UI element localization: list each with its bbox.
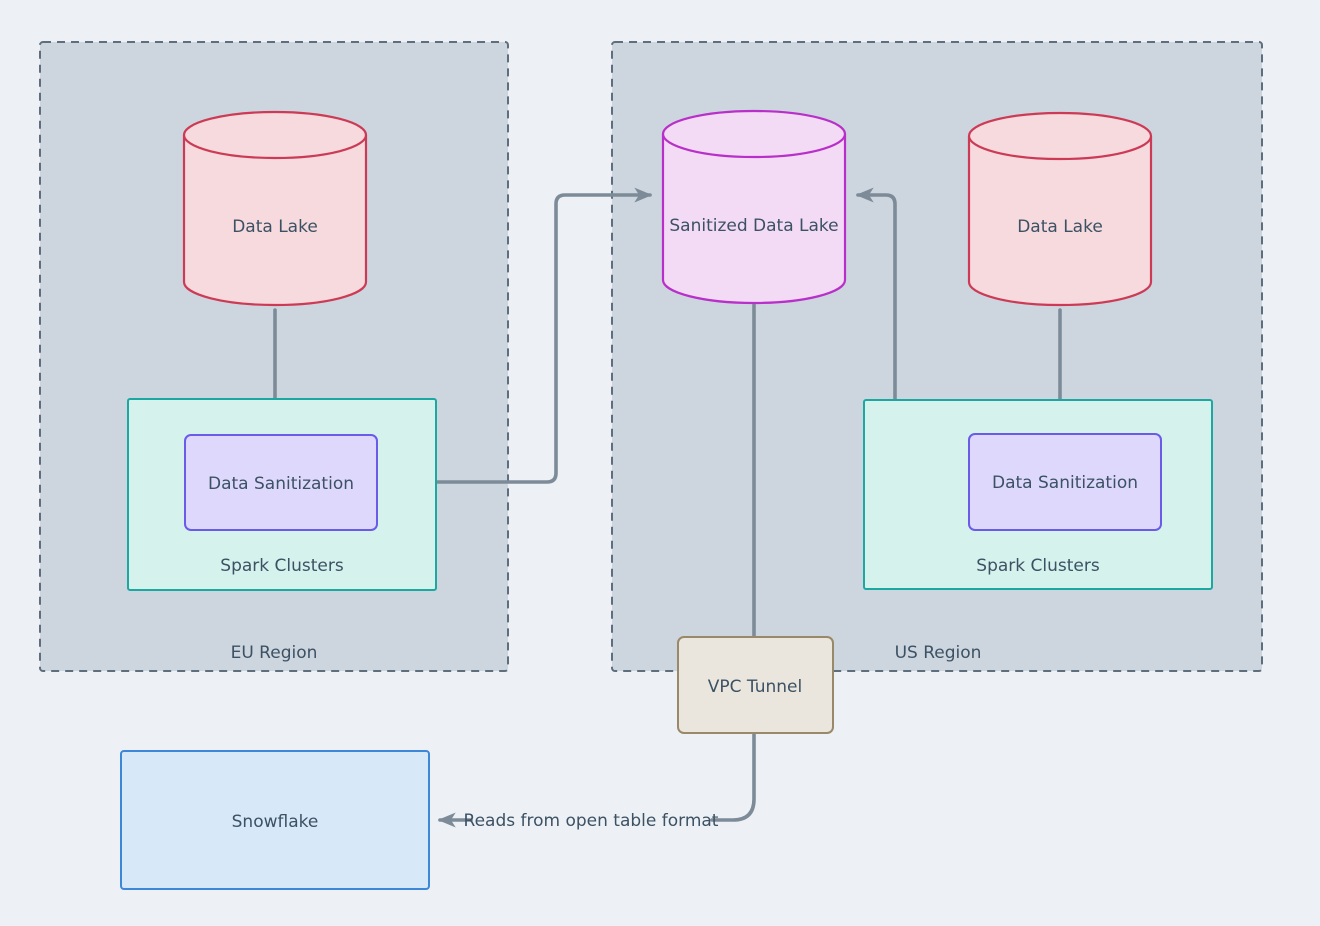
us-data-lake-label: Data Lake	[1017, 217, 1103, 237]
eu-data-sanitization-box	[184, 434, 378, 531]
edge-label-reads-open-table-format: Reads from open table format	[464, 811, 719, 831]
snowflake-label: Snowflake	[232, 812, 319, 832]
eu-spark-clusters-label: Spark Clusters	[220, 556, 344, 576]
us-data-sanitization-label: Data Sanitization	[992, 473, 1138, 493]
sanitized-data-lake-cylinder: Sanitized Data Lake	[661, 109, 847, 305]
us-region-label: US Region	[895, 643, 982, 663]
us-data-lake-cylinder: Data Lake	[967, 111, 1153, 307]
eu-data-lake-cylinder: Data Lake	[182, 110, 368, 307]
arrow-eu-sanitization-to-sanitized-lake	[377, 187, 653, 484]
eu-data-sanitization-label: Data Sanitization	[208, 474, 354, 494]
vpc-tunnel-box	[677, 636, 834, 734]
line-sanitized-lake-to-vpc-tunnel	[710, 303, 756, 822]
us-spark-clusters-label: Spark Clusters	[976, 556, 1100, 576]
snowflake-box	[120, 750, 430, 890]
vpc-tunnel-label: VPC Tunnel	[708, 677, 802, 697]
us-data-sanitization-box	[968, 433, 1162, 531]
eu-region-label: EU Region	[231, 643, 318, 663]
eu-data-lake-label: Data Lake	[232, 217, 318, 237]
sanitized-data-lake-label: Sanitized Data Lake	[669, 216, 838, 236]
